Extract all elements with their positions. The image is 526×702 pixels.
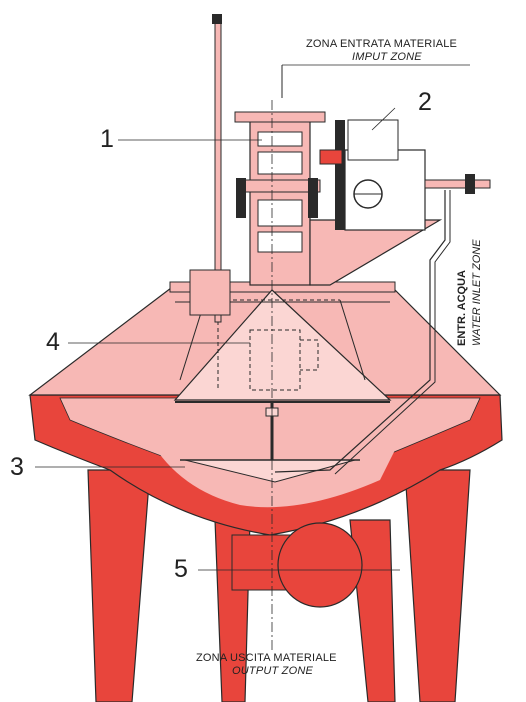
water-inlet-label-en: WATER INLET ZONE xyxy=(471,239,483,346)
gear-mid xyxy=(319,149,343,165)
column-blocks xyxy=(257,131,303,253)
part-label-5: 5 xyxy=(174,555,188,583)
water-inlet-pipe xyxy=(424,179,491,189)
part-label-3: 3 xyxy=(10,453,24,481)
inner-cone xyxy=(173,289,392,401)
gear-left xyxy=(335,120,345,230)
output-zone-label-it: ZONA USCITA MATERIALE xyxy=(196,652,337,664)
lower-bowl xyxy=(150,440,400,508)
input-zone-label-it: ZONA ENTRATA MATERIALE xyxy=(306,38,458,50)
leader-lines xyxy=(35,107,400,571)
water-inlet-label-it: ENTR. ACQUA xyxy=(456,270,468,346)
output-zone-label-en: OUTPUT ZONE xyxy=(232,665,314,677)
part-label-2: 2 xyxy=(418,88,432,116)
water-feed-line xyxy=(274,190,446,473)
part-label-4: 4 xyxy=(46,328,60,356)
drive-motor xyxy=(277,522,363,608)
part-label-1: 1 xyxy=(100,125,114,153)
input-zone-label-en: IMPUT ZONE xyxy=(352,51,422,63)
